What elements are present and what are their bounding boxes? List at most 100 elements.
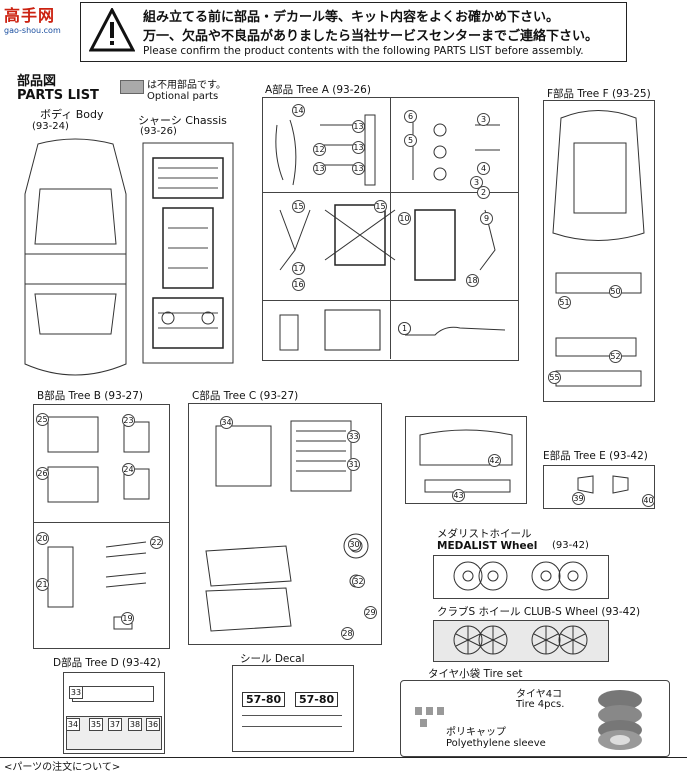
- part-number-a-17: 9: [480, 212, 493, 225]
- tree-d-title: D部品 Tree D (93-42): [53, 657, 161, 669]
- medalist-en: MEDALIST Wheel: [437, 540, 538, 552]
- part-number-b-3: 24: [122, 463, 135, 476]
- part-number-a-15: 17: [292, 262, 305, 275]
- part-number-d-1: 34: [66, 718, 80, 731]
- part-number-a-10: 3: [470, 176, 483, 189]
- footer-bar: [0, 757, 687, 772]
- part-number-a-1: 13: [352, 120, 365, 133]
- optional-swatch: [120, 80, 144, 94]
- part-number-c-6: 28: [341, 627, 354, 640]
- warning-box: 組み立てる前に部品・デカール等、キット内容をよくお確かめ下さい。 万一、欠品や不…: [80, 2, 627, 62]
- part-number-a-12: 15: [292, 200, 305, 213]
- medalist-code: (93-42): [552, 540, 589, 551]
- watermark-logo: 高手网 gao-shou.com: [4, 2, 68, 38]
- part-number-b-0: 25: [36, 413, 49, 426]
- part-number-e-3: 40: [642, 494, 655, 507]
- decal-emblems: [242, 715, 342, 727]
- tree-e-title: E部品 Tree E (93-42): [543, 450, 648, 462]
- tree-a-parts-drawing: [275, 114, 506, 351]
- part-number-e-0: 42: [488, 454, 501, 467]
- part-number-a-4: 13: [352, 162, 365, 175]
- part-number-f-2: 52: [609, 350, 622, 363]
- part-number-b-6: 22: [150, 536, 163, 549]
- part-number-c-4: 32: [352, 575, 365, 588]
- tree-b-parts-drawing: [47, 416, 150, 630]
- sleeve-en: Polyethylene sleeve: [446, 738, 546, 749]
- optional-en: Optional parts: [147, 91, 219, 102]
- part-number-c-0: 34: [220, 416, 233, 429]
- tree-c-title: C部品 Tree C (93-27): [192, 390, 299, 402]
- part-number-e-1: 43: [452, 489, 465, 502]
- tree-d-frame: [63, 672, 165, 754]
- polycap-drawing: [415, 707, 444, 727]
- part-number-d-3: 37: [108, 718, 122, 731]
- tree-a-title: A部品 Tree A (93-26): [265, 84, 371, 96]
- chassis-label: シャーシ Chassis: [138, 114, 227, 127]
- part-number-b-7: 19: [121, 612, 134, 625]
- clubs-wheels-drawing: [453, 625, 588, 655]
- part-number-d-5: 36: [146, 718, 160, 731]
- medalist-wheels-drawing: [453, 561, 588, 591]
- tire-set-title: タイヤ小袋 Tire set: [428, 668, 523, 680]
- tree-e-spoiler-drawing: [419, 429, 513, 493]
- medalist-ja: メダリストホイール: [437, 528, 532, 540]
- tree-a-divider-3: [390, 97, 391, 359]
- part-number-f-3: 55: [548, 371, 561, 384]
- part-number-a-5: 13: [313, 162, 326, 175]
- tree-b-divider: [33, 522, 169, 523]
- decal-plate-1: 57-80: [242, 692, 286, 707]
- decal-title: シール Decal: [240, 653, 305, 665]
- part-number-a-3: 12: [313, 143, 326, 156]
- tree-e-mirror-drawing: [577, 475, 629, 494]
- part-number-a-20: 1: [398, 322, 411, 335]
- part-number-b-5: 21: [36, 578, 49, 591]
- clubs-title: クラブS ホイール CLUB-S Wheel (93-42): [437, 606, 641, 618]
- tree-f-roof-drawing: [552, 110, 645, 387]
- part-number-b-2: 23: [122, 414, 135, 427]
- part-number-c-3: 30: [348, 538, 361, 551]
- tree-c-parts-drawing: [205, 420, 369, 632]
- body-shell-drawing: [24, 138, 127, 376]
- tire-ja: タイヤ4コ: [516, 689, 563, 700]
- parts-list-en: PARTS LIST: [17, 88, 99, 103]
- part-number-b-4: 20: [36, 532, 49, 545]
- part-number-a-6: 6: [404, 110, 417, 123]
- parts-list-ja: 部品図: [17, 74, 57, 89]
- decal-sheet: [232, 665, 354, 752]
- warning-triangle-icon: [89, 8, 135, 52]
- part-number-a-7: 5: [404, 134, 417, 147]
- tree-c-frame: [188, 403, 382, 645]
- warning-line-2: 万一、欠品や不良品がありましたら当社サービスセンターまでご連絡下さい。: [143, 29, 599, 44]
- part-number-b-1: 26: [36, 467, 49, 480]
- part-number-a-8: 3: [477, 113, 490, 126]
- part-number-a-13: 15: [374, 200, 387, 213]
- tree-b-title: B部品 Tree B (93-27): [37, 390, 143, 402]
- tire-en: Tire 4pcs.: [516, 699, 565, 710]
- part-number-d-2: 35: [89, 718, 103, 731]
- optional-ja: は不用部品です。: [147, 80, 226, 91]
- part-number-a-16: 10: [398, 212, 411, 225]
- part-number-a-9: 4: [477, 162, 490, 175]
- chassis-drawing: [142, 142, 234, 364]
- part-number-c-1: 33: [347, 430, 360, 443]
- tree-b-frame: [33, 404, 170, 649]
- watermark-text: 高手网: [4, 6, 56, 25]
- part-number-a-2: 13: [352, 141, 365, 154]
- tire-stack-drawing: [598, 690, 642, 750]
- body-label: ボディ Body: [40, 108, 104, 121]
- part-number-e-2: 39: [572, 492, 585, 505]
- warning-english: Please confirm the product contents with…: [143, 45, 584, 57]
- part-number-c-2: 31: [347, 458, 360, 471]
- part-number-f-1: 50: [609, 285, 622, 298]
- tree-f-frame: [543, 100, 655, 402]
- sleeve-ja: ポリキャップ: [446, 727, 506, 738]
- tree-e-frame: [405, 416, 527, 504]
- tree-d-inner: [72, 686, 154, 702]
- tire-set-bag: [400, 680, 670, 757]
- part-number-a-0: 14: [292, 104, 305, 117]
- chassis-code: (93-26): [140, 126, 177, 137]
- part-number-c-5: 29: [364, 606, 377, 619]
- part-number-a-14: 16: [292, 278, 305, 291]
- part-number-f-0: 51: [558, 296, 571, 309]
- tree-f-title: F部品 Tree F (93-25): [547, 88, 651, 100]
